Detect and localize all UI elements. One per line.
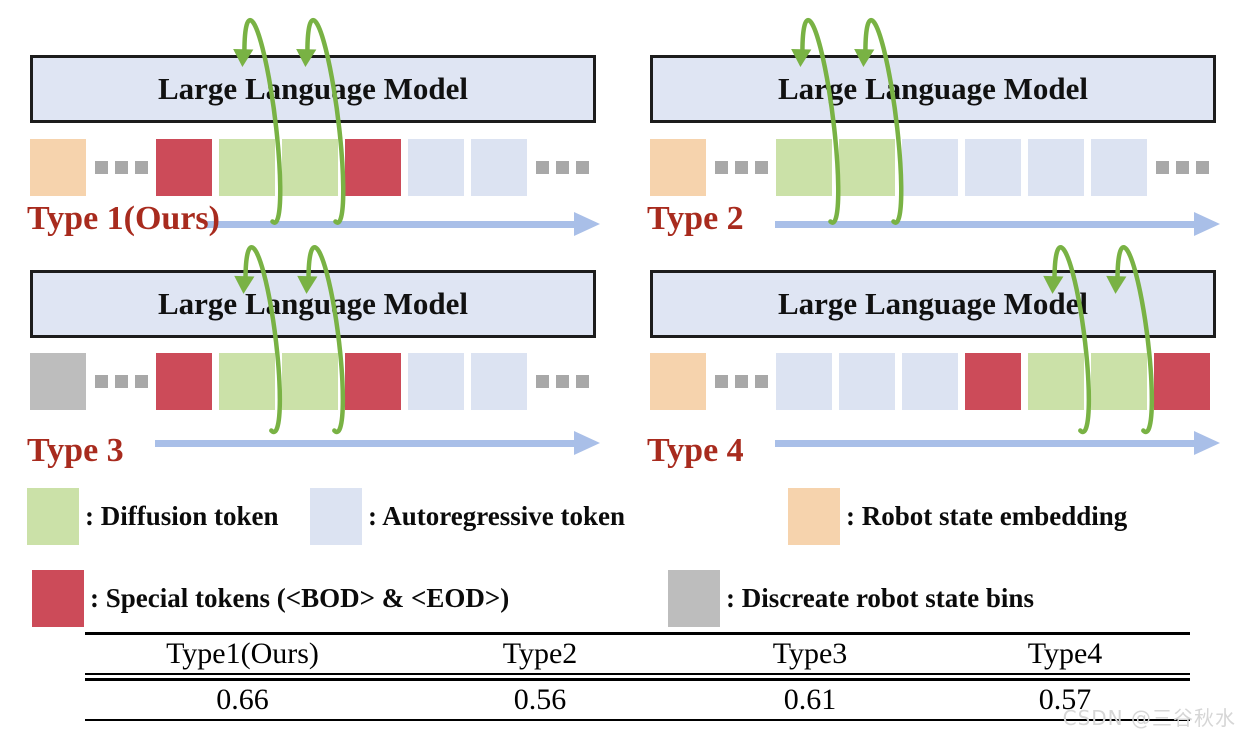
diffusion-token: [282, 139, 338, 196]
discrete-state-swatch: [668, 570, 720, 627]
legend-item-diffusion: : Diffusion token: [27, 488, 279, 545]
panel-label-type2: Type 2: [647, 200, 744, 237]
table-rule-mid-2: [85, 678, 1190, 681]
autoregressive-token: [1091, 139, 1147, 196]
special-token: [345, 353, 401, 410]
timeline-arrow: [775, 212, 1220, 236]
special-token: [1154, 353, 1210, 410]
table-header-row: Type1(Ours) Type2 Type3 Type4: [85, 635, 1190, 673]
legend-label-discrete-state: : Discreate robot state bins: [726, 583, 1034, 613]
timeline-arrow: [155, 431, 600, 455]
legend-item-robot-state: : Robot state embedding: [788, 488, 1127, 545]
robot-state-swatch: [788, 488, 840, 545]
panel-label-type3: Type 3: [27, 432, 124, 469]
watermark: CSDN @三谷秋水: [1062, 706, 1236, 730]
llm-box-label: Large Language Model: [778, 286, 1088, 321]
special-token-swatch: [32, 570, 84, 627]
table-value-cell: 0.61: [783, 682, 837, 716]
panel-type2: Large Language Model Type 2: [620, 0, 1240, 252]
autoregressive-token: [776, 353, 832, 410]
panel-type4: Large Language Model Type 4: [620, 245, 1240, 480]
special-token: [345, 139, 401, 196]
autoregressive-token: [902, 139, 958, 196]
diffusion-token: [282, 353, 338, 410]
panel-type1: Large Language Model Type 1(Ours): [0, 0, 620, 252]
ellipsis-dots: [93, 353, 149, 410]
robot-state-token: [650, 139, 706, 196]
legend-label-special: : Special tokens (<BOD> & <EOD>): [90, 583, 510, 613]
ellipsis-dots: [534, 353, 590, 410]
ellipsis-dots: [1154, 139, 1210, 196]
legend-label-robot-state: : Robot state embedding: [846, 501, 1128, 531]
table-header-cell: Type1(Ours): [166, 636, 319, 670]
autoregressive-token: [1028, 139, 1084, 196]
table-value-cell: 0.57: [1038, 682, 1092, 716]
robot-state-token: [650, 353, 706, 410]
robot-state-token: [30, 139, 86, 196]
autoregressive-token: [902, 353, 958, 410]
diffusion-token: [1028, 353, 1084, 410]
autoregressive-token: [408, 353, 464, 410]
diffusion-swatch: [27, 488, 79, 545]
legend-label-diffusion: : Diffusion token: [85, 501, 279, 531]
diffusion-token: [219, 353, 275, 410]
table-rule-mid-1: [85, 672, 1190, 675]
token-row: [30, 139, 590, 196]
panel-label-type4: Type 4: [647, 432, 744, 469]
panel-label-type1: Type 1(Ours): [27, 200, 220, 237]
panel-type3: Large Language Model Type 3: [0, 245, 620, 480]
llm-box: Large Language Model: [30, 270, 596, 338]
legend-item-autoregressive: : Autoregressive token: [310, 488, 625, 545]
autoregressive-token: [408, 139, 464, 196]
ellipsis-dots: [713, 139, 769, 196]
timeline-arrow: [775, 431, 1220, 455]
table-header-cell: Type3: [772, 636, 848, 670]
llm-box-label: Large Language Model: [778, 71, 1088, 106]
diffusion-token: [219, 139, 275, 196]
legend-item-discrete-state: : Discreate robot state bins: [668, 570, 1034, 627]
table-rule-bottom: [85, 718, 1190, 721]
results-table: Type1(Ours) Type2 Type3 Type4 0.66 0.56 …: [85, 632, 1190, 721]
autoregressive-token: [965, 139, 1021, 196]
token-row: [650, 353, 1210, 410]
table-value-cell: 0.66: [216, 682, 269, 716]
special-token: [965, 353, 1021, 410]
token-row: [650, 139, 1210, 196]
llm-box: Large Language Model: [650, 270, 1216, 338]
llm-box: Large Language Model: [650, 55, 1216, 123]
diffusion-token: [776, 139, 832, 196]
llm-box-label: Large Language Model: [158, 71, 468, 106]
ellipsis-dots: [713, 353, 769, 410]
ellipsis-dots: [534, 139, 590, 196]
table-value-row: 0.66 0.56 0.61 0.57: [85, 681, 1190, 719]
token-row: [30, 353, 590, 410]
diffusion-token: [1091, 353, 1147, 410]
discrete-state-token: [30, 353, 86, 410]
diffusion-token: [839, 139, 895, 196]
ellipsis-dots: [93, 139, 149, 196]
autoregressive-token: [839, 353, 895, 410]
legend-label-autoregressive: : Autoregressive token: [368, 501, 625, 531]
legend-item-special: : Special tokens (<BOD> & <EOD>): [32, 570, 509, 627]
table-rule-top: [85, 632, 1190, 635]
llm-box-label: Large Language Model: [158, 286, 468, 321]
autoregressive-token: [471, 353, 527, 410]
table-value-cell: 0.56: [513, 682, 567, 716]
table-header-cell: Type4: [1027, 636, 1103, 670]
autoregressive-token: [471, 139, 527, 196]
table-header-cell: Type2: [502, 636, 578, 670]
autoregressive-swatch: [310, 488, 362, 545]
special-token: [156, 353, 212, 410]
llm-box: Large Language Model: [30, 55, 596, 123]
special-token: [156, 139, 212, 196]
timeline-arrow: [205, 212, 600, 236]
